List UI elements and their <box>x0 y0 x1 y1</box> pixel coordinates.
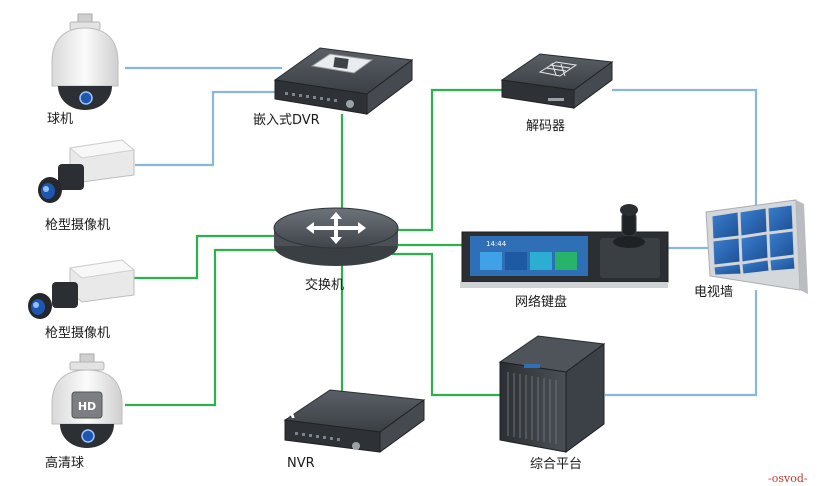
link-bullet2-to-switch <box>125 234 278 280</box>
video-wall <box>705 199 808 294</box>
nvr-badge: NVR <box>261 406 297 422</box>
hd-badge: HD <box>78 400 96 413</box>
nvr-label: NVR <box>287 456 315 471</box>
bullet-camera-2-label: 枪型摄像机 <box>45 325 110 341</box>
network-switch <box>273 207 399 266</box>
keyboard-screen-clock: 14:44 <box>486 240 507 248</box>
network-keyboard-label: 网络键盘 <box>515 294 567 310</box>
link-hddome-to-switch <box>125 248 280 407</box>
link-switch-to-decoder <box>392 88 502 232</box>
link-bullet1-to-dvr <box>135 90 282 167</box>
embedded-dvr-label: 嵌入式DVR <box>253 113 320 128</box>
bullet-camera-1-label: 枪型摄像机 <box>45 217 110 233</box>
network-keyboard: 14:44 <box>460 204 669 288</box>
dome-camera <box>51 13 119 110</box>
connections <box>125 66 758 407</box>
bullet-camera-2 <box>28 259 136 319</box>
dome-camera-label: 球机 <box>47 112 73 127</box>
link-switch-to-platform <box>392 252 500 397</box>
nvr: NVR <box>261 389 426 453</box>
link-platform-to-wall <box>605 290 758 397</box>
video-wall-label: 电视墙 <box>694 285 733 300</box>
bullet-camera-1 <box>38 139 136 203</box>
decoder <box>500 53 614 109</box>
decoder-label: 解码器 <box>526 119 565 134</box>
link-decoder-to-wall <box>612 88 758 210</box>
switch-label: 交换机 <box>305 277 344 293</box>
watermark: -osvod- <box>768 472 808 485</box>
hd-dome-camera: HD <box>51 353 123 448</box>
integrated-platform <box>498 335 606 453</box>
embedded-dvr <box>273 47 414 116</box>
hd-dome-label: 高清球 <box>45 455 84 471</box>
integrated-platform-label: 综合平台 <box>530 457 582 472</box>
